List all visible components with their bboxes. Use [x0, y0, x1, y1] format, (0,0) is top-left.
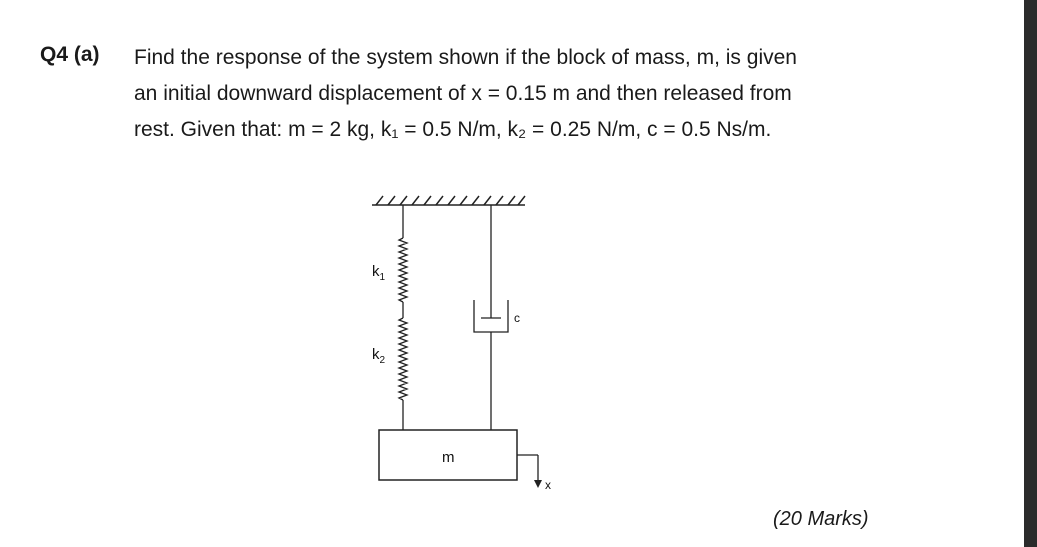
damper-label: c	[514, 311, 520, 325]
question-number: Q4 (a)	[40, 43, 100, 66]
spring-k1	[397, 205, 409, 318]
question-line-1: Find the response of the system shown if…	[134, 46, 797, 69]
fixed-support	[372, 195, 526, 206]
k1-label: k1	[372, 263, 386, 283]
displacement-arrow	[517, 454, 542, 488]
k2-label: k2	[372, 346, 386, 366]
page-edge-bar	[1024, 0, 1037, 547]
spring-k2	[397, 317, 409, 430]
question-line-2: an initial downward displacement of x = …	[134, 82, 792, 105]
marks-label: (20 Marks)	[773, 508, 869, 530]
question-line-3: rest. Given that: m = 2 kg, k₁ = 0.5 N/m…	[134, 118, 772, 141]
mass-label: m	[442, 449, 455, 466]
question-text: Find the response of the system shown if…	[134, 40, 914, 148]
displacement-label: x	[545, 478, 551, 492]
damper-c	[473, 205, 509, 430]
